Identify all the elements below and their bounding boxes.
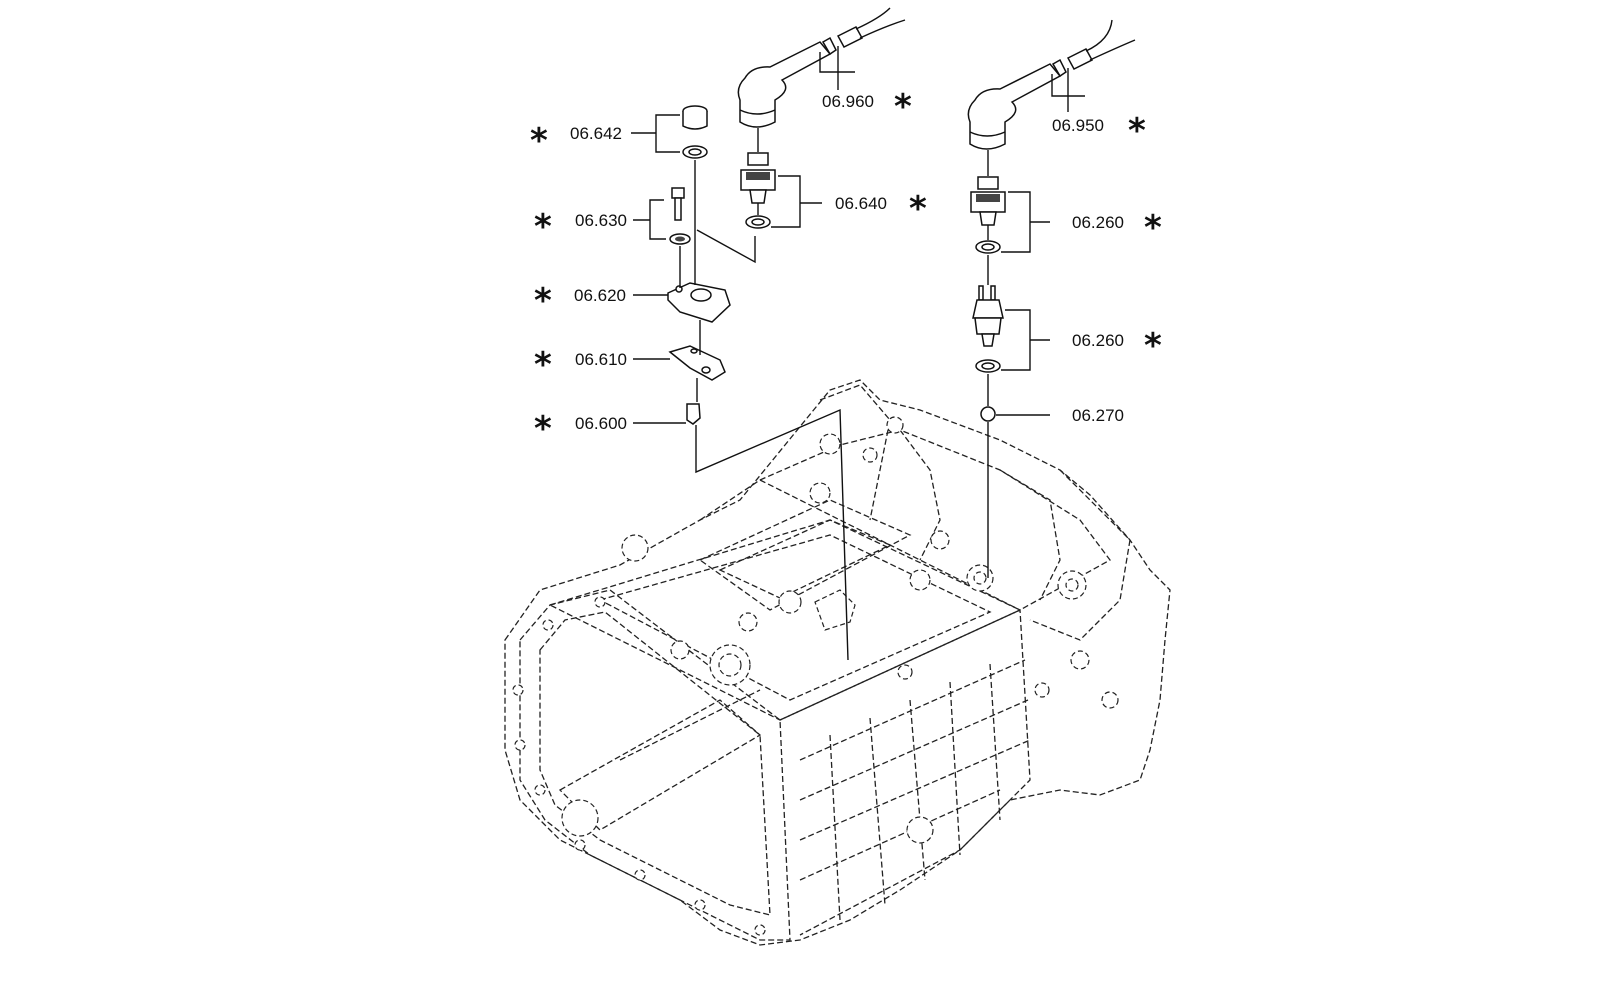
asterisk-06-600: * — [534, 409, 552, 449]
label-06-630: 06.630 — [575, 211, 627, 230]
label-06-640: 06.640 — [835, 194, 887, 213]
part-06-642-plug — [682, 105, 708, 159]
middle-stack-leader-lines — [757, 46, 855, 215]
asterisk-06-630: * — [534, 207, 552, 247]
gearbox-housing — [504, 379, 1171, 946]
label-06-620: 06.620 — [574, 286, 626, 305]
label-06-600: 06.600 — [575, 414, 627, 433]
asterisk-06-950: * — [1128, 111, 1146, 151]
part-06-610-gasket — [668, 345, 726, 381]
part-06-260-switch-lower — [972, 285, 1004, 373]
label-06-260-lower: 06.260 — [1072, 331, 1124, 350]
part-06-950-cable-connector — [967, 19, 1136, 150]
label-06-260-upper: 06.260 — [1072, 213, 1124, 232]
label-06-642: 06.642 — [570, 124, 622, 143]
asterisk-06-960: * — [894, 87, 912, 127]
asterisk-06-640: * — [909, 189, 927, 229]
label-06-610: 06.610 — [575, 350, 627, 369]
asterisk-06-610: * — [534, 345, 552, 385]
left-stack-leader-lines — [679, 160, 849, 661]
right-stack-leader-lines — [987, 68, 1085, 578]
asterisk-06-642: * — [530, 121, 548, 161]
part-06-620-flange — [667, 282, 731, 323]
part-06-640-switch — [740, 152, 776, 229]
part-06-600-sleeve — [686, 403, 701, 425]
part-06-630-bolt — [669, 187, 691, 245]
part-06-270-ball — [980, 406, 996, 422]
asterisk-06-620: * — [534, 281, 552, 321]
asterisk-06-260-upper: * — [1144, 208, 1162, 248]
label-06-960: 06.960 — [822, 92, 874, 111]
part-06-260-switch-upper — [970, 176, 1006, 254]
label-06-270: 06.270 — [1072, 406, 1124, 425]
callout-labels: * 06.642 * 06.630 * 06.620 * 06.610 * 06… — [530, 87, 1162, 449]
label-06-950: 06.950 — [1052, 116, 1104, 135]
callout-brackets — [631, 114, 1050, 424]
asterisk-06-260-lower: * — [1144, 326, 1162, 366]
part-06-960-cable-connector — [737, 7, 906, 128]
